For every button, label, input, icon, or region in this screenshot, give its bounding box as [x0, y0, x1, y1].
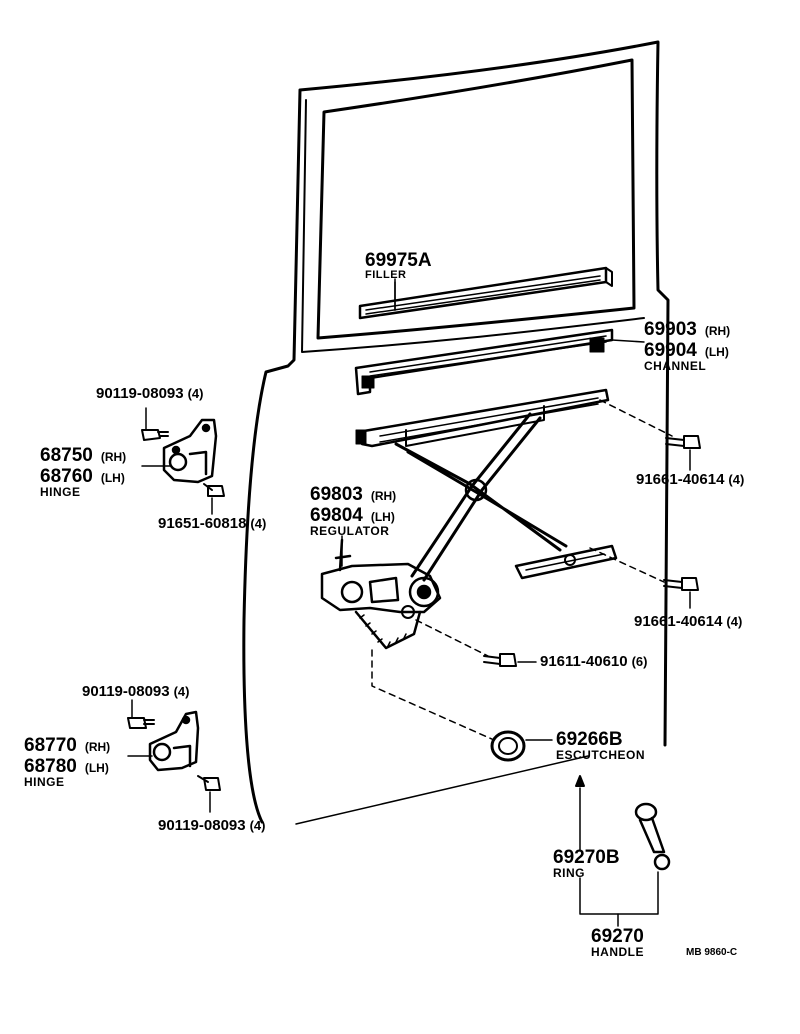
hinge-upper-label: 68750 (RH) 68760 (LH) HINGE: [40, 446, 126, 498]
regulator-lh-qualifier: (LH): [370, 510, 395, 524]
escutcheon-name: ESCUTCHEON: [556, 748, 646, 762]
hinge-lower-rh-qualifier: (RH): [84, 740, 111, 754]
escutcheon-part-number: 69266B: [556, 729, 623, 750]
bolt-top-left-part-number: 90119-08093: [96, 385, 184, 402]
bolt-bottom-part-number: 90119-08093: [158, 817, 246, 834]
bolt-hinge-lower-top: [127, 717, 155, 729]
bolt-hinge-upper-part-number: 91651-60818: [158, 515, 247, 532]
drawing-code: MB 9860-C: [686, 947, 738, 958]
channel-rh-part-number: 69903: [644, 319, 697, 340]
bolt-center-label: 91611-40610(6): [540, 654, 647, 670]
bolt-top-left-label: 90119-08093(4): [96, 386, 203, 402]
hinge-upper-name: HINGE: [40, 485, 81, 499]
regulator-lh-part-number: 69804: [310, 505, 363, 526]
hinge-upper-rh-part-number: 68750: [40, 445, 93, 466]
bolt-top-left-qty: (4): [187, 386, 204, 401]
escutcheon: [490, 730, 526, 762]
regulator-upper-rail: [355, 388, 610, 448]
hinge-upper-lh-qualifier: (LH): [100, 471, 125, 485]
bolt-hinge-upper-bottom: [203, 483, 225, 497]
ring: [575, 775, 585, 787]
bolt-lower-left-label: 90119-08093(4): [82, 684, 189, 700]
hinge-upper-lh-part-number: 68760: [40, 466, 93, 487]
bolt-bottom-label: 90119-08093(4): [158, 818, 265, 834]
leader-lines-solid: [127, 278, 691, 927]
filler-part-number: 69975A: [365, 250, 432, 271]
regulator-name: REGULATOR: [310, 524, 390, 538]
channel-name: CHANNEL: [644, 359, 707, 373]
filler-name: FILLER: [365, 269, 407, 281]
channel-rh-qualifier: (RH): [704, 324, 731, 338]
bolt-right-upper-qty: (4): [728, 472, 745, 487]
bolt-hinge-lower-bottom: [197, 775, 221, 791]
regulator-rh-part-number: 69803: [310, 484, 363, 505]
bolt-bottom-qty: (4): [249, 818, 266, 833]
window-frame-inner-edge: [301, 99, 645, 353]
hinge-lower-rh-part-number: 68770: [24, 735, 77, 756]
bolt-lower-left-part-number: 90119-08093: [82, 683, 170, 700]
channel-label: 69903 (RH) 69904 (LH) CHANNEL: [644, 320, 730, 372]
escutcheon-label: 69266B ESCUTCHEON: [556, 730, 645, 761]
hinge-lower-lh-part-number: 68780: [24, 756, 77, 777]
window-handle: [634, 802, 671, 871]
ring-name: RING: [553, 866, 585, 880]
handle-part-number: 69270: [591, 926, 644, 947]
hinge-lower-label: 68770 (RH) 68780 (LH) HINGE: [24, 736, 110, 788]
upper-hinge: [162, 418, 218, 484]
bolt-center: [483, 653, 517, 667]
channel-lh-part-number: 69904: [644, 340, 697, 361]
hinge-lower-lh-qualifier: (LH): [84, 761, 109, 775]
regulator-base: [320, 538, 442, 650]
bolt-lower-left-qty: (4): [173, 684, 190, 699]
handle-label: 69270 HANDLE: [591, 927, 644, 958]
hinge-upper-rh-qualifier: (RH): [100, 450, 127, 464]
lower-hinge: [148, 710, 200, 772]
regulator-lower-rail: [514, 544, 618, 580]
window-glass-outline: [316, 58, 636, 340]
hinge-lower-name: HINGE: [24, 775, 65, 789]
regulator-scissor-arms: [394, 412, 568, 582]
regulator-rh-qualifier: (RH): [370, 489, 397, 503]
channel-rail: [354, 328, 645, 396]
bolt-right-upper-part-number: 91661-40614: [636, 471, 725, 488]
filler-label: 69975A FILLER: [365, 251, 432, 281]
leader-lines-dashed: [371, 399, 673, 741]
ring-label: 69270B RING: [553, 848, 620, 879]
bolt-hinge-upper-qty: (4): [250, 516, 267, 531]
channel-lh-qualifier: (LH): [704, 345, 729, 359]
bolt-center-qty: (6): [631, 654, 648, 669]
bolt-hinge-upper-label: 91651-60818(4): [158, 516, 266, 532]
bolt-right-lower: [663, 577, 699, 591]
ring-part-number: 69270B: [553, 847, 620, 868]
handle-name: HANDLE: [591, 945, 644, 959]
bolt-hinge-upper-top: [141, 429, 169, 441]
bolt-right-upper: [665, 435, 701, 449]
bolt-right-upper-label: 91661-40614(4): [636, 472, 744, 488]
door-panel-outline: [242, 40, 670, 824]
regulator-label: 69803 (RH) 69804 (LH) REGULATOR: [310, 485, 396, 537]
bolt-right-lower-label: 91661-40614(4): [634, 614, 742, 630]
bolt-center-part-number: 91611-40610: [540, 653, 628, 670]
bolt-right-lower-qty: (4): [726, 614, 743, 629]
bolt-right-lower-part-number: 91661-40614: [634, 613, 723, 630]
